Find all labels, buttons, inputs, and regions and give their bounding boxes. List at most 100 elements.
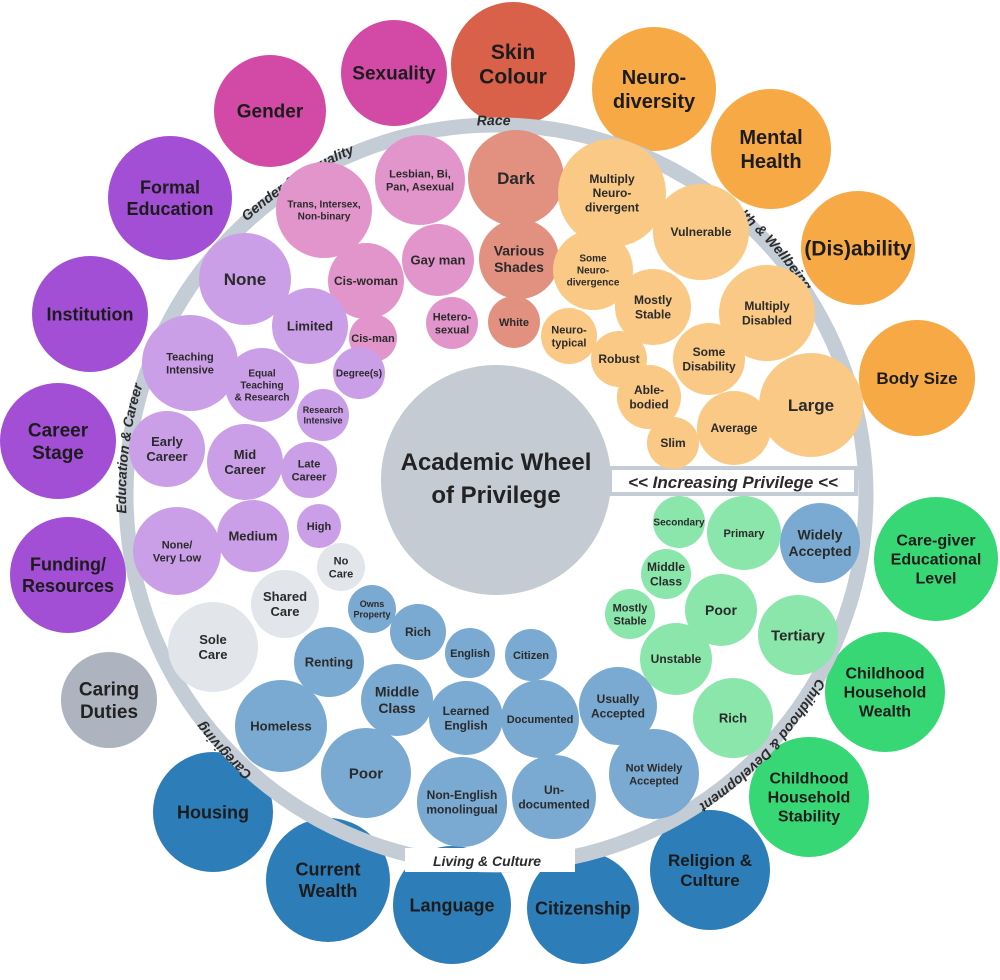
inner-item-living: Renting <box>294 627 364 697</box>
inner-item-education: Medium <box>217 500 289 572</box>
inner-item-circle <box>333 347 385 399</box>
inner-item-gender: Hetero-sexual <box>426 297 478 349</box>
inner-item-label: Limited <box>287 319 333 334</box>
inner-item-label: Neuro-typical <box>551 324 587 349</box>
outer-category-circle <box>874 497 998 621</box>
inner-item-label: Trans, Intersex,Non-binary <box>287 200 361 223</box>
inner-item-circle <box>417 757 507 847</box>
inner-item-label: Hetero-sexual <box>433 311 472 336</box>
inner-item-circle <box>653 184 749 280</box>
outer-category-label: Body Size <box>876 369 957 388</box>
inner-item-circle <box>361 664 433 736</box>
inner-item-circle <box>673 323 745 395</box>
inner-item-circle <box>615 269 691 345</box>
outer-category-education: Institution <box>32 256 148 372</box>
inner-item-living: Homeless <box>235 680 327 772</box>
outer-category-gender: Gender <box>214 55 326 167</box>
outer-category-circle <box>859 320 975 436</box>
outer-category-label: Gender <box>237 102 304 123</box>
inner-item-circle <box>488 296 540 348</box>
inner-item-living: Documented <box>501 680 579 758</box>
inner-item-circle <box>217 500 289 572</box>
inner-item-label: Homeless <box>250 719 311 734</box>
inner-item-circle <box>402 224 474 296</box>
inner-item-circle <box>512 755 596 839</box>
inner-item-circle <box>281 442 337 498</box>
inner-item-label: Documented <box>507 714 574 726</box>
inner-item-health: Neuro-typical <box>541 308 597 364</box>
inner-item-circle <box>207 424 283 500</box>
outer-category-label: Religion &Culture <box>668 851 752 890</box>
inner-item-circle <box>328 243 404 319</box>
inner-item-race: Dark <box>468 130 564 226</box>
inner-item-gender: Lesbian, Bi,Pan, Asexual <box>375 135 465 225</box>
inner-item-education: Degree(s) <box>333 347 385 399</box>
inner-item-label: English <box>450 648 490 660</box>
outer-category-circle <box>801 191 915 305</box>
inner-item-circle <box>133 507 221 595</box>
outer-category-circle <box>650 810 770 930</box>
inner-item-label: None <box>224 270 267 289</box>
outer-category-living: Religion &Culture <box>650 810 770 930</box>
inner-item-circle <box>235 680 327 772</box>
outer-category-circle <box>214 55 326 167</box>
inner-item-circle <box>479 219 559 299</box>
inner-item-circle <box>579 667 657 745</box>
inner-item-label: Degree(s) <box>336 369 382 380</box>
outer-category-circle <box>711 89 831 209</box>
inner-item-circle <box>647 417 699 469</box>
inner-item-circle <box>653 496 705 548</box>
inner-item-circle <box>609 729 699 819</box>
inner-item-circle <box>390 604 446 660</box>
inner-item-circle <box>641 549 691 599</box>
inner-item-label: Cis-woman <box>334 274 398 288</box>
outer-category-circle <box>266 818 390 942</box>
inner-item-circle <box>225 348 299 422</box>
inner-item-circle <box>693 678 773 758</box>
inner-item-label: Lesbian, Bi,Pan, Asexual <box>386 168 454 193</box>
inner-item-gender: Trans, Intersex,Non-binary <box>276 162 372 258</box>
inner-item-circle <box>640 623 712 695</box>
outer-category-label: Housing <box>177 802 249 822</box>
increasing-privilege-arrow: << Increasing Privilege << <box>608 466 858 496</box>
inner-item-circle <box>541 308 597 364</box>
inner-item-circle <box>605 589 655 639</box>
inner-item-circle <box>142 315 238 411</box>
inner-item-circle <box>426 297 478 349</box>
outer-category-label: (Dis)ability <box>804 237 912 260</box>
inner-item-label: Tertiary <box>771 627 826 644</box>
inner-item-label: Rich <box>405 625 431 639</box>
outer-category-circle <box>749 737 869 857</box>
inner-item-race: White <box>488 296 540 348</box>
outer-category-circle <box>341 20 447 126</box>
center-circle <box>381 365 611 595</box>
inner-item-circle <box>276 162 372 258</box>
inner-item-circle <box>129 411 205 487</box>
inner-item-label: Large <box>788 396 834 415</box>
inner-item-label: High <box>307 521 332 533</box>
inner-item-education: None/Very Low <box>133 507 221 595</box>
